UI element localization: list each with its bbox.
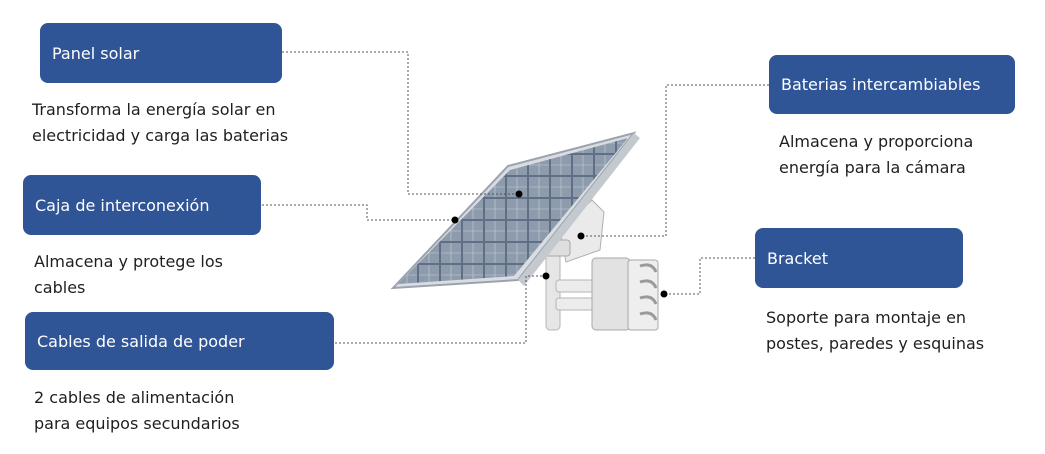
callout-junction-box-title: Caja de interconexión <box>23 175 261 235</box>
mounting-bracket-illustration <box>545 249 659 331</box>
leader-line-junction-box <box>262 204 455 221</box>
callout-solar-panel-description: Transforma la energía solar en electrici… <box>32 100 289 145</box>
callout-bracket-description: Soporte para montaje en postes, paredes … <box>766 308 985 353</box>
leader-line-batteries <box>581 84 769 237</box>
leader-line-power-cables <box>335 275 546 344</box>
anchor-dot-batteries <box>577 232 585 240</box>
anchor-dot-solar-panel <box>515 190 523 198</box>
leader-line-bracket <box>664 257 755 295</box>
callout-junction-box-description: Almacena y protege los cables <box>34 252 223 297</box>
anchor-dot-bracket <box>660 290 668 298</box>
solar-panel-illustration <box>390 131 640 290</box>
callout-bracket-title: Bracket <box>755 228 963 288</box>
leader-line-solar-panel <box>282 51 519 195</box>
callout-batteries-title: Baterias intercambiables <box>769 55 1015 114</box>
callout-solar-panel-title: Panel solar <box>40 23 282 83</box>
anchor-dot-junction-box <box>451 216 459 224</box>
callout-power-cables-title: Cables de salida de poder <box>25 312 334 370</box>
callout-batteries-description: Almacena y proporciona energía para la c… <box>779 132 974 177</box>
anchor-dot-power-cables <box>542 272 550 280</box>
callout-power-cables-description: 2 cables de alimentación para equipos se… <box>34 388 240 433</box>
